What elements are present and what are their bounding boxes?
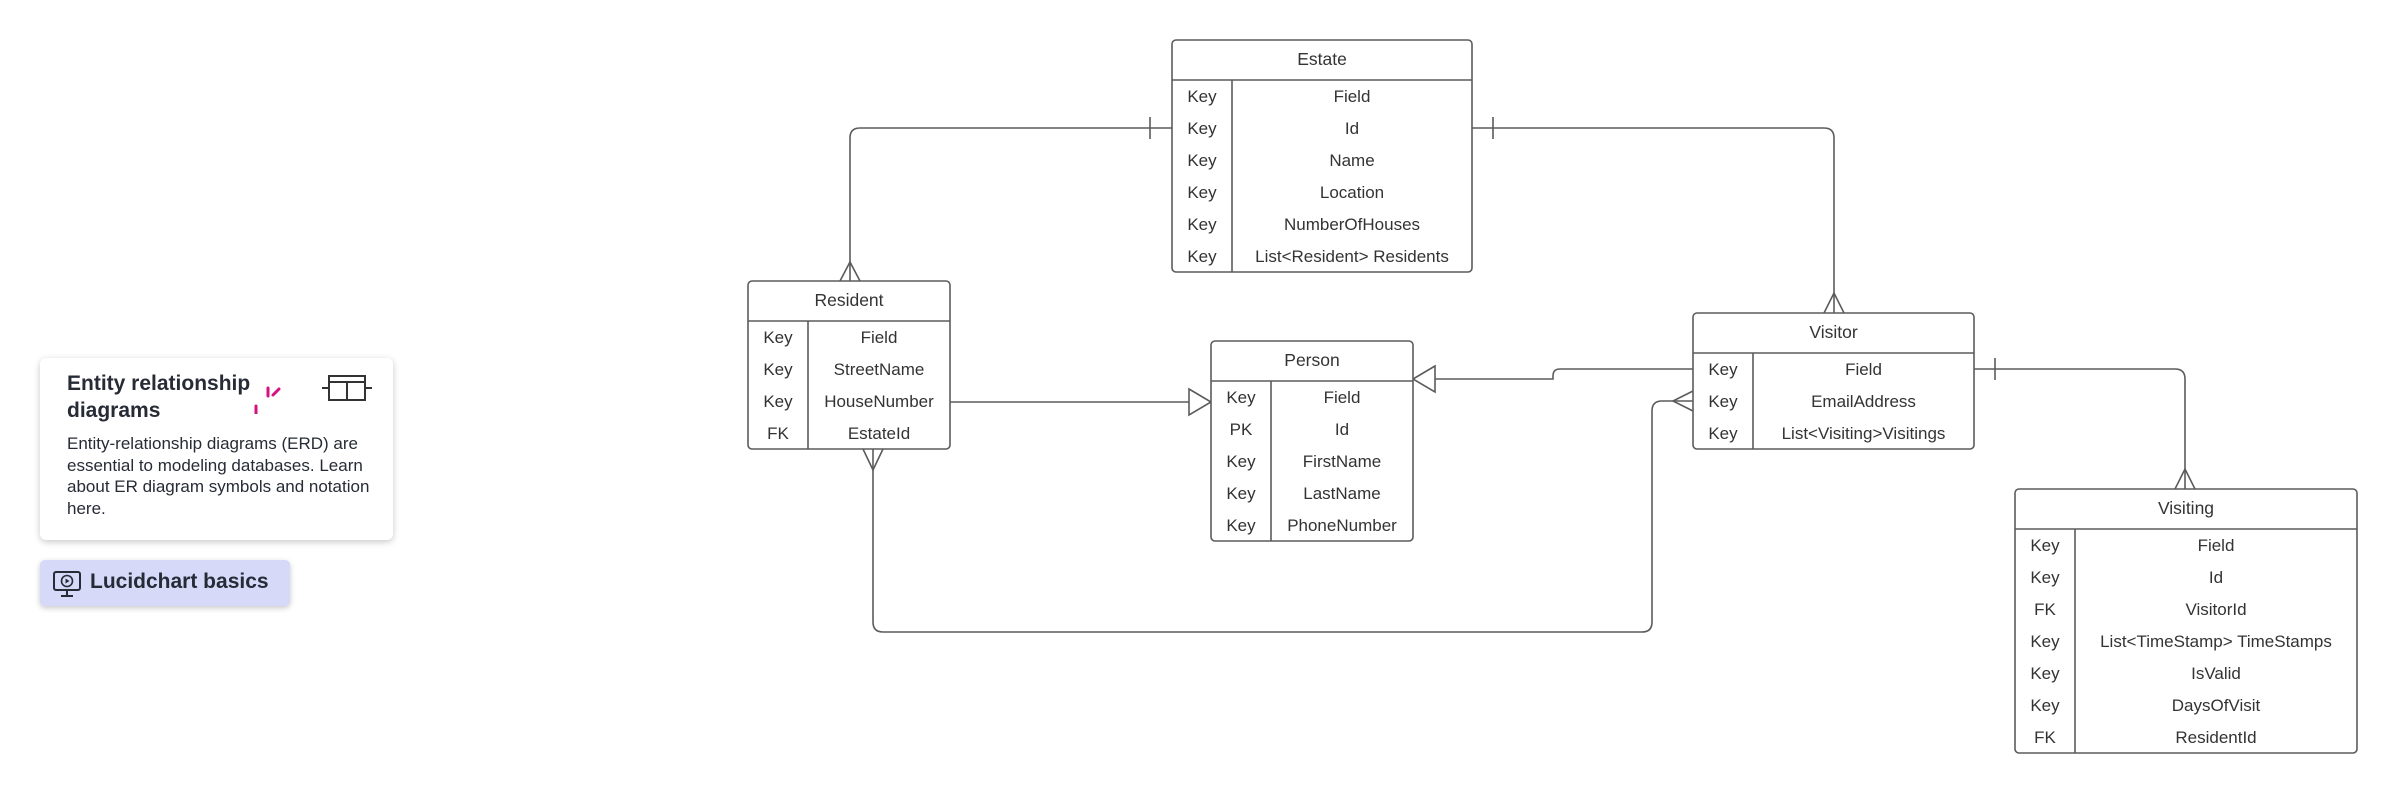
visiting-row-field: List<TimeStamp> TimeStamps: [2100, 632, 2332, 651]
resident-row-field: StreetName: [834, 360, 925, 379]
estate-row-key: Key: [1187, 247, 1217, 266]
connectors: [839, 117, 2196, 633]
resident-row-field: EstateId: [848, 424, 910, 443]
visitor-row-key: Key: [1708, 392, 1738, 411]
entity-table-icon: [322, 375, 372, 401]
estate-row-key: Key: [1187, 151, 1217, 170]
visitor-box: [1692, 312, 1975, 450]
visitor-row-field: Field: [1845, 360, 1882, 379]
connector-visitor-person: [1435, 368, 1693, 380]
estate-row-field: Location: [1320, 183, 1384, 202]
entity-relationship-card[interactable]: Entity relationship diagrams Entity-rela…: [40, 358, 393, 540]
visiting-row-field: Id: [2209, 568, 2223, 587]
visiting-row-field: Field: [2198, 536, 2235, 555]
connector-visitor-visiting: [1974, 368, 2186, 489]
visiting-row-field: DaysOfVisit: [2172, 696, 2261, 715]
connector-estate-resident: [849, 127, 1172, 281]
resident-row-field: HouseNumber: [824, 392, 934, 411]
resident-row-key: Key: [763, 360, 793, 379]
estate-row-key: Key: [1187, 215, 1217, 234]
estate-row-field: Name: [1329, 151, 1374, 170]
estate-row-key: Key: [1187, 119, 1217, 138]
lucidchart-basics-button[interactable]: Lucidchart basics: [40, 560, 290, 606]
person-row-key: Key: [1226, 484, 1256, 503]
resident-row-key: FK: [767, 424, 789, 443]
visiting-box: [2014, 488, 2358, 754]
person-row-field: Id: [1335, 420, 1349, 439]
visitor-title: Visitor: [1809, 322, 1857, 342]
person-row-field: FirstName: [1303, 452, 1381, 471]
crowsfoot-visiting-top: [2174, 467, 2196, 490]
estate-row-key: Key: [1187, 183, 1217, 202]
resident-row-key: Key: [763, 392, 793, 411]
crowsfoot-resident-bottom: [862, 448, 884, 472]
person-row-field: Field: [1324, 388, 1361, 407]
visiting-row-field: ResidentId: [2175, 728, 2256, 747]
card-title: Entity relationship diagrams: [67, 372, 251, 422]
sparkle-icon: [254, 386, 281, 414]
estate-row-field: Field: [1334, 87, 1371, 106]
visiting-row-key: FK: [2034, 600, 2056, 619]
resident-box: [747, 280, 951, 450]
estate-row-key: Key: [1187, 87, 1217, 106]
video-monitor-icon: [53, 571, 81, 597]
basics-button-label: Lucidchart basics: [90, 570, 269, 593]
person-row-field: PhoneNumber: [1287, 516, 1397, 535]
visitor-row-field: List<Visiting>Visitings: [1782, 424, 1946, 443]
visitor-row-key: Key: [1708, 424, 1738, 443]
visiting-row-key: Key: [2030, 568, 2060, 587]
estate-title: Estate: [1297, 49, 1347, 69]
estate-row-field: List<Resident> Residents: [1255, 247, 1449, 266]
person-row-key: PK: [1230, 420, 1253, 439]
visiting-title: Visiting: [2158, 498, 2214, 518]
estate-row-field: NumberOfHouses: [1284, 215, 1420, 234]
visiting-row-field: IsValid: [2191, 664, 2241, 683]
person-box: [1210, 340, 1414, 542]
visiting-row-key: Key: [2030, 664, 2060, 683]
visitor-row-field: EmailAddress: [1811, 392, 1916, 411]
resident-row-key: Key: [763, 328, 793, 347]
visiting-row-field: VisitorId: [2185, 600, 2246, 619]
visiting-row-key: Key: [2030, 536, 2060, 555]
crowsfoot-visitor-left: [1671, 390, 1694, 412]
visitor-row-key: Key: [1708, 360, 1738, 379]
estate-box: [1171, 39, 1473, 273]
person-title: Person: [1284, 350, 1339, 370]
visiting-row-key: FK: [2034, 728, 2056, 747]
crowsfoot-visitor-top: [1823, 291, 1845, 314]
resident-title: Resident: [814, 290, 883, 310]
person-row-key: Key: [1226, 388, 1256, 407]
inherit-arrow-resident: [1188, 387, 1213, 417]
connector-estate-visitor: [1472, 127, 1835, 313]
estate-row-field: Id: [1345, 119, 1359, 138]
visiting-row-key: Key: [2030, 632, 2060, 651]
card-body: Entity-relationship diagrams (ERD) are e…: [67, 434, 370, 518]
visiting-row-key: Key: [2030, 696, 2060, 715]
resident-row-field: Field: [861, 328, 898, 347]
person-row-key: Key: [1226, 452, 1256, 471]
crowsfoot-resident-top: [839, 260, 861, 282]
connector-resident-visitor: [872, 400, 1693, 633]
person-row-field: LastName: [1303, 484, 1380, 503]
inherit-arrow-visitor: [1411, 364, 1436, 394]
person-row-key: Key: [1226, 516, 1256, 535]
